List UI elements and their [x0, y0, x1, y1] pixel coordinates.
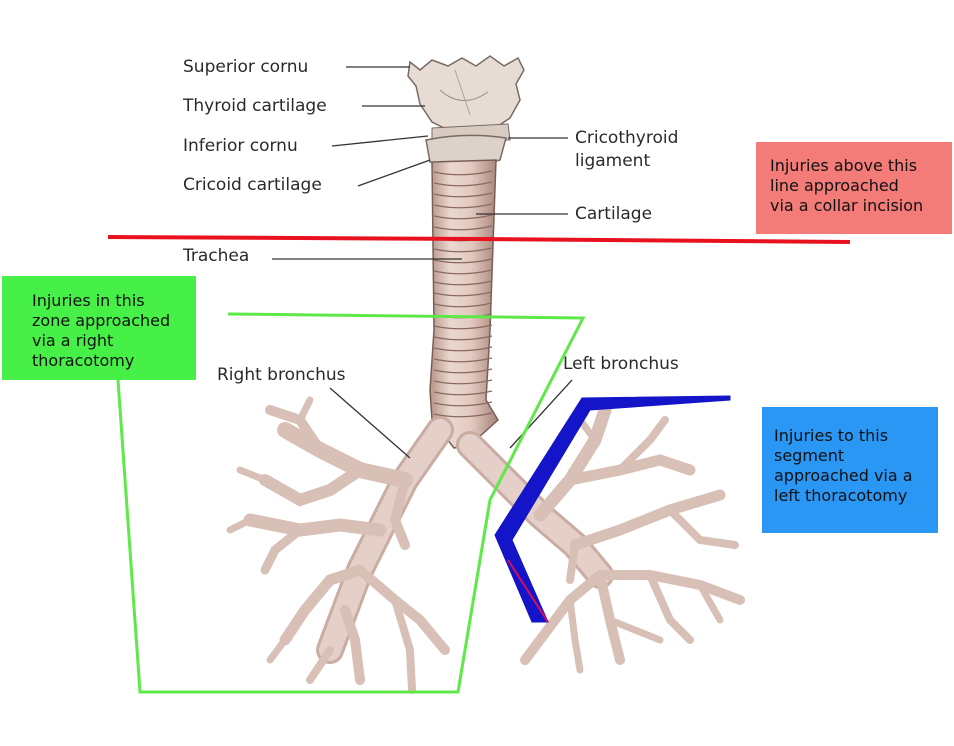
- tracheal-ring: [433, 225, 493, 231]
- leader-lines: [272, 66, 573, 459]
- left-note-line3: approached via a: [774, 466, 913, 485]
- right-bronchial-tree: [226, 396, 454, 694]
- left-segment-shadow: [507, 559, 549, 623]
- tracheal-ring: [433, 291, 493, 297]
- label-cricothyroid-ligament-line2: ligament: [575, 151, 651, 171]
- tracheal-ring: [433, 412, 493, 418]
- collar-note-line2: line approached: [770, 176, 899, 195]
- tracheal-ring: [433, 214, 493, 220]
- collar-incision-note: Injuries above this line approached via …: [756, 142, 952, 234]
- tracheal-ring: [433, 203, 493, 209]
- collar-note-line1: Injuries above this: [770, 156, 918, 175]
- right-note-line1: Injuries in this: [32, 291, 145, 310]
- tracheal-ring: [433, 401, 493, 407]
- tracheal-ring: [433, 170, 493, 176]
- right-thoracotomy-note: Injuries in this zone approached via a r…: [2, 276, 196, 380]
- left-thoracotomy-note: Injuries to this segment approached via …: [762, 407, 938, 533]
- right-note-line3: via a right: [32, 331, 114, 350]
- tracheal-ring: [433, 258, 493, 264]
- left-note-line2: segment: [774, 446, 845, 465]
- trachea-tube: [429, 159, 499, 449]
- right-note-line4: thoracotomy: [32, 351, 135, 370]
- tracheal-ring: [433, 390, 493, 396]
- tracheal-ring: [433, 181, 493, 187]
- tracheal-ring: [433, 357, 493, 363]
- label-cartilage: Cartilage: [575, 204, 653, 224]
- tracheal-ring: [433, 280, 493, 286]
- tracheal-ring: [433, 379, 493, 385]
- collar-note-line3: via a collar incision: [770, 196, 924, 215]
- label-superior-cornu: Superior cornu: [183, 57, 309, 77]
- collar-incision-line: [107, 235, 851, 244]
- label-cricothyroid-ligament-line1: Cricothyroid: [575, 128, 679, 148]
- left-note-line1: Injuries to this: [774, 426, 889, 445]
- tracheal-ring: [433, 346, 493, 352]
- tracheal-ring: [433, 335, 493, 341]
- tracheal-ring: [433, 324, 493, 330]
- larynx: [407, 55, 525, 167]
- label-thyroid-cartilage: Thyroid cartilage: [183, 96, 327, 116]
- tracheal-ring: [433, 269, 493, 275]
- tracheal-ring: [433, 247, 493, 253]
- right-thoracotomy-zone-outline: [116, 312, 586, 694]
- tracheal-ring: [433, 302, 493, 308]
- tracheal-ring: [433, 192, 493, 198]
- label-cricoid-cartilage: Cricoid cartilage: [183, 175, 322, 195]
- tracheal-ring: [433, 368, 493, 374]
- thyroid-cartilage: [407, 55, 525, 135]
- label-trachea: Trachea: [183, 246, 250, 266]
- label-right-bronchus: Right bronchus: [217, 365, 346, 385]
- left-bronchial-tree: [456, 403, 745, 674]
- label-inferior-cornu: Inferior cornu: [183, 136, 298, 156]
- left-note-line4: left thoracotomy: [774, 486, 908, 505]
- right-note-line2: zone approached: [32, 311, 171, 330]
- label-left-bronchus: Left bronchus: [563, 354, 679, 374]
